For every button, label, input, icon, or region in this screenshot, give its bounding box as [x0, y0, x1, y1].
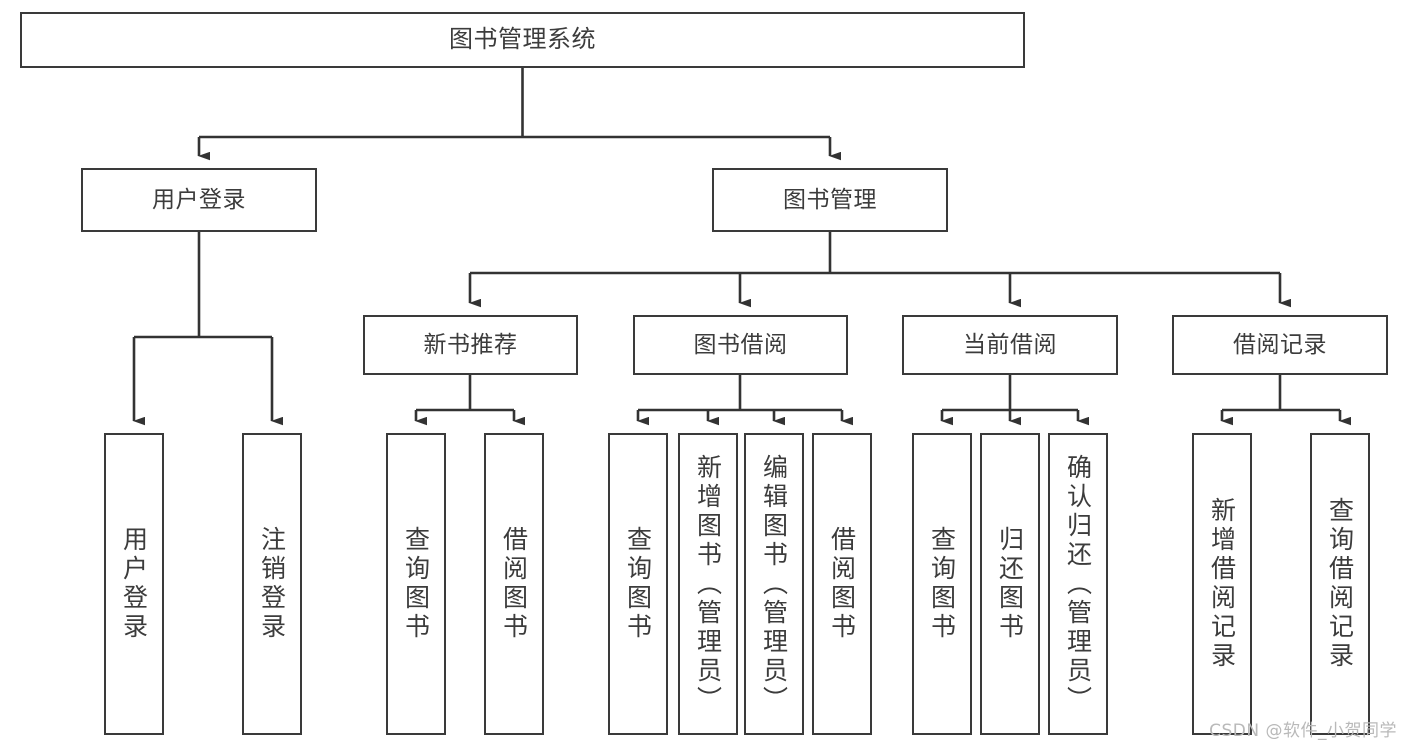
node-book-borrow[interactable]: 图书借阅: [633, 315, 848, 375]
node-borrow-record[interactable]: 借阅记录: [1172, 315, 1388, 375]
leaf-label: 借阅图书: [499, 526, 529, 642]
leaf-label: 查询图书: [401, 526, 431, 642]
node-new-book-recommend[interactable]: 新书推荐: [363, 315, 578, 375]
node-root-system[interactable]: 图书管理系统: [20, 12, 1025, 68]
leaf-current-return-book[interactable]: 归还图书: [980, 433, 1040, 735]
node-book-management[interactable]: 图书管理: [712, 168, 948, 232]
leaf-record-query[interactable]: 查询借阅记录: [1310, 433, 1370, 735]
leaf-user-login-logout[interactable]: 注销登录: [242, 433, 302, 735]
leaf-current-query-book[interactable]: 查询图书: [912, 433, 972, 735]
leaf-label: 借阅图书: [827, 526, 857, 642]
leaf-borrow-add-book[interactable]: 新增图书（管理员）: [678, 433, 738, 735]
node-current-borrow[interactable]: 当前借阅: [902, 315, 1118, 375]
leaf-borrow-query-book[interactable]: 查询图书: [608, 433, 668, 735]
leaf-label: 查询图书: [623, 526, 653, 642]
leaf-label: 查询借阅记录: [1325, 497, 1355, 671]
leaf-label: 用户登录: [119, 526, 149, 642]
leaf-label: 归还图书: [995, 526, 1025, 642]
leaf-label: 注销登录: [257, 526, 287, 642]
leaf-new-book-query[interactable]: 查询图书: [386, 433, 446, 735]
leaf-borrow-edit-book[interactable]: 编辑图书（管理员）: [744, 433, 804, 735]
leaf-user-login-login[interactable]: 用户登录: [104, 433, 164, 735]
leaf-label: 查询图书: [927, 526, 957, 642]
leaf-label: 编辑图书（管理员）: [759, 453, 789, 715]
node-user-login[interactable]: 用户登录: [81, 168, 317, 232]
leaf-new-book-borrow[interactable]: 借阅图书: [484, 433, 544, 735]
watermark-csdn: CSDN @软件_小贺同学: [1209, 721, 1397, 741]
leaf-current-confirm-return[interactable]: 确认归还（管理员）: [1048, 433, 1108, 735]
leaf-record-add[interactable]: 新增借阅记录: [1192, 433, 1252, 735]
leaf-label: 新增图书（管理员）: [693, 453, 723, 715]
leaf-label: 确认归还（管理员）: [1063, 453, 1093, 715]
leaf-label: 新增借阅记录: [1207, 497, 1237, 671]
leaf-borrow-borrow-book[interactable]: 借阅图书: [812, 433, 872, 735]
